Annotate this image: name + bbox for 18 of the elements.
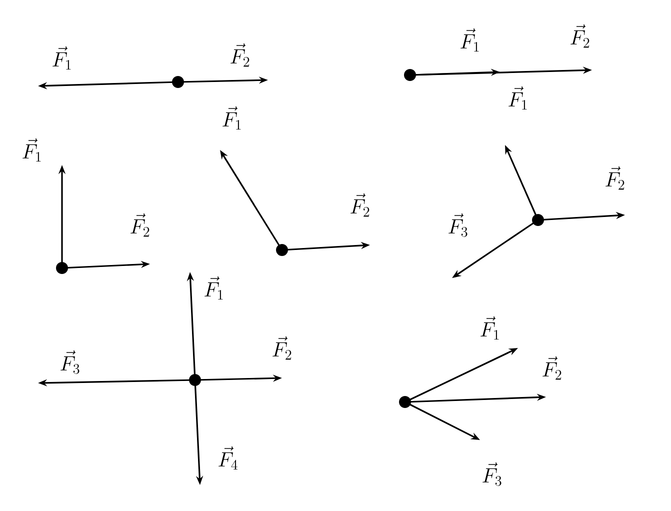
- force-label: $\vec{F}_3$: [482, 462, 502, 486]
- force-label: $\vec{F}_1$: [204, 276, 223, 300]
- force-label: $\vec{F}_1$: [480, 316, 499, 340]
- force-label: $\vec{F}_2$: [272, 336, 292, 360]
- force-label: $\vec{F}_2$: [570, 24, 590, 48]
- force-label: $\vec{F}_1$: [508, 86, 527, 110]
- force-label: $\vec{F}_2$: [606, 166, 624, 190]
- force-label: $\vec{F}_2$: [350, 193, 370, 217]
- force-label: $\vec{F}_1$: [460, 28, 479, 52]
- force-label: $\vec{F}_1$: [52, 46, 71, 70]
- force-label: $\vec{F}_2$: [542, 356, 562, 380]
- force-label: $\vec{F}_4$: [218, 446, 238, 470]
- force-label: $\vec{F}_3$: [448, 213, 468, 237]
- force-label: $\vec{F}_3$: [60, 350, 80, 374]
- force-label: $\vec{F}_2$: [130, 213, 150, 237]
- force-label: $\vec{F}_2$: [230, 43, 250, 67]
- force-label: $\vec{F}_1$: [222, 106, 241, 130]
- force-label: $\vec{F}_1$: [22, 138, 41, 162]
